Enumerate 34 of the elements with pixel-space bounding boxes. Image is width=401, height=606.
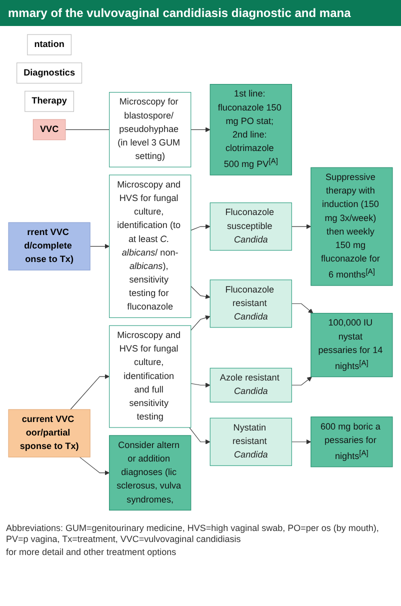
arrow — [291, 303, 314, 314]
node-box: Diagnostics — [16, 62, 82, 84]
node-box: Suppressive therapy with induction (150 mg 3x/week) then weekly 150 mg fluconazole for 6 months$^{[A]}$ — [310, 167, 393, 286]
node-box: VVC — [32, 119, 66, 140]
node-box: 1st line: fluconazole 150 mg PO stat; 2nd line: clotrimazole 500 mg PV$^{[A]}$ — [210, 84, 292, 176]
node-box: Azole resistant Candida — [210, 368, 292, 402]
footnote-text: for more detail and other treatment options — [6, 547, 178, 558]
arrow — [190, 286, 210, 299]
connector — [65, 129, 110, 130]
arrow — [90, 244, 110, 249]
arrow — [190, 224, 210, 231]
node-box: Microscopy and HVS for fungal culture, identification and full sensitivity testing — [109, 325, 192, 428]
node-box: Therapy — [24, 90, 74, 112]
node-box: Microscopy and HVS for fungal culture, identification (to at least C. albicans/ non-albicans), sensitivity testing for fluconazole — [109, 174, 192, 318]
node-box: 100,000 IU nystat pessaries for 14 nights$^{[A]}$ — [310, 312, 393, 378]
arrow — [190, 315, 210, 331]
arrow — [79, 456, 110, 476]
arrow — [190, 382, 210, 388]
node-box: Fluconazole resistant Candida — [210, 280, 292, 328]
node-box: Microscopy for blastospore/ pseudohyphae (in level 3 GUM setting) — [109, 92, 192, 168]
node-box: current VVC oor/partial sponse to Tx) — [8, 409, 90, 458]
node-box: Consider altern or addition diagnoses (lic sclerosus, vulva syndromes, — [109, 435, 192, 510]
arrow — [291, 376, 312, 386]
node-box: 600 mg boric a pessaries for nights$^{[A]}$ — [310, 416, 393, 468]
node-box: Fluconazole susceptible Candida — [210, 202, 292, 251]
title-bar: mmary of the vulvovaginal candidiasis diagnostic and mana — [0, 0, 401, 26]
arrow — [291, 439, 312, 444]
node-box: ntation — [27, 34, 72, 56]
node-box: rrent VVC d/complete onse to Tx) — [8, 222, 90, 270]
node-box: Nystatin resistant Candida — [210, 418, 292, 466]
arrow — [70, 374, 110, 410]
arrow — [189, 427, 210, 444]
arrow — [291, 224, 312, 230]
arrow — [190, 127, 210, 132]
